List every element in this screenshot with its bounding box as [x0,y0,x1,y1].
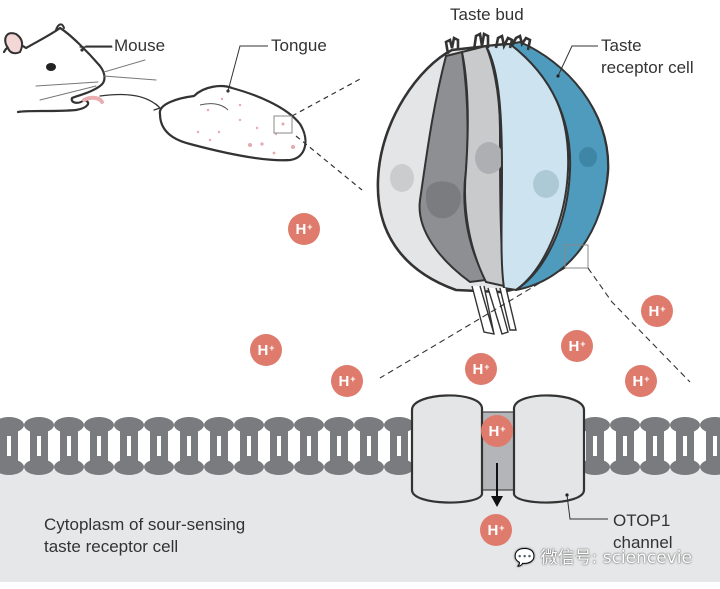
proton-ion-in-channel: H+ [481,415,513,447]
label-tongue: Tongue [271,36,327,55]
watermark: 💬 微信号: sciencevie [514,548,692,568]
lipid-gap [247,436,251,456]
lipid-gap [217,436,221,456]
otop1-channel [410,394,586,507]
channel-subunit-right [512,394,586,504]
label-taste-receptor-cell-1: Taste [601,36,642,55]
label-mouse: Mouse [114,36,166,55]
lipid-gap [187,436,191,456]
lipid-gap [593,436,597,456]
receptor-leader-line [557,45,598,77]
lipid-gap [623,436,627,456]
label-otop1-2: channel [613,533,673,552]
lipid-gap [307,436,311,456]
proton-ion: H+ [641,295,673,327]
receptor-zoom-box [564,244,589,269]
label-taste-bud: Taste bud [450,5,524,24]
mouse-leader-line [81,45,112,51]
tongue-zoom-box [273,115,293,134]
lipid-gap [97,436,101,456]
lipid-gap [367,436,371,456]
proton-ion: H+ [288,213,320,245]
proton-ion: H+ [561,330,593,362]
zoom-line [295,135,363,191]
wechat-icon: 💬 [514,548,536,568]
lipid-gap [67,436,71,456]
proton-ion: H+ [625,365,657,397]
lipid-gap [337,436,341,456]
lipid-gap [157,436,161,456]
channel-subunit-left [410,394,484,504]
proton-ion: H+ [250,334,282,366]
lipid-gap [713,436,717,456]
zoom-line [379,267,566,379]
label-cytoplasm-2: taste receptor cell [44,537,179,556]
label-otop1-1: OTOP1 [613,511,671,530]
tongue-illustration [158,85,307,162]
lipid-gap [683,436,687,456]
zoom-line [587,267,691,383]
proton-ion: H+ [331,365,363,397]
zoom-line [291,77,363,117]
proton-ion-in-cytoplasm: H+ [480,514,512,546]
lipid-gap [7,436,11,456]
lipid-gap [37,436,41,456]
cytoplasm-region [0,470,720,582]
proton-ion: H+ [465,353,497,385]
lipid-gap [653,436,657,456]
taste-bud-illustration [376,32,610,335]
lipid-gap [127,436,131,456]
mouse-illustration [2,23,161,114]
lipid-bilayer [0,417,720,475]
label-taste-receptor-cell-2: receptor cell [601,58,694,77]
label-cytoplasm-1: Cytoplasm of sour-sensing [44,515,246,534]
lipid-gap [397,436,401,456]
otop1-leader-line [566,494,608,520]
tongue-leader-line [227,45,268,92]
lipid-gap [277,436,281,456]
